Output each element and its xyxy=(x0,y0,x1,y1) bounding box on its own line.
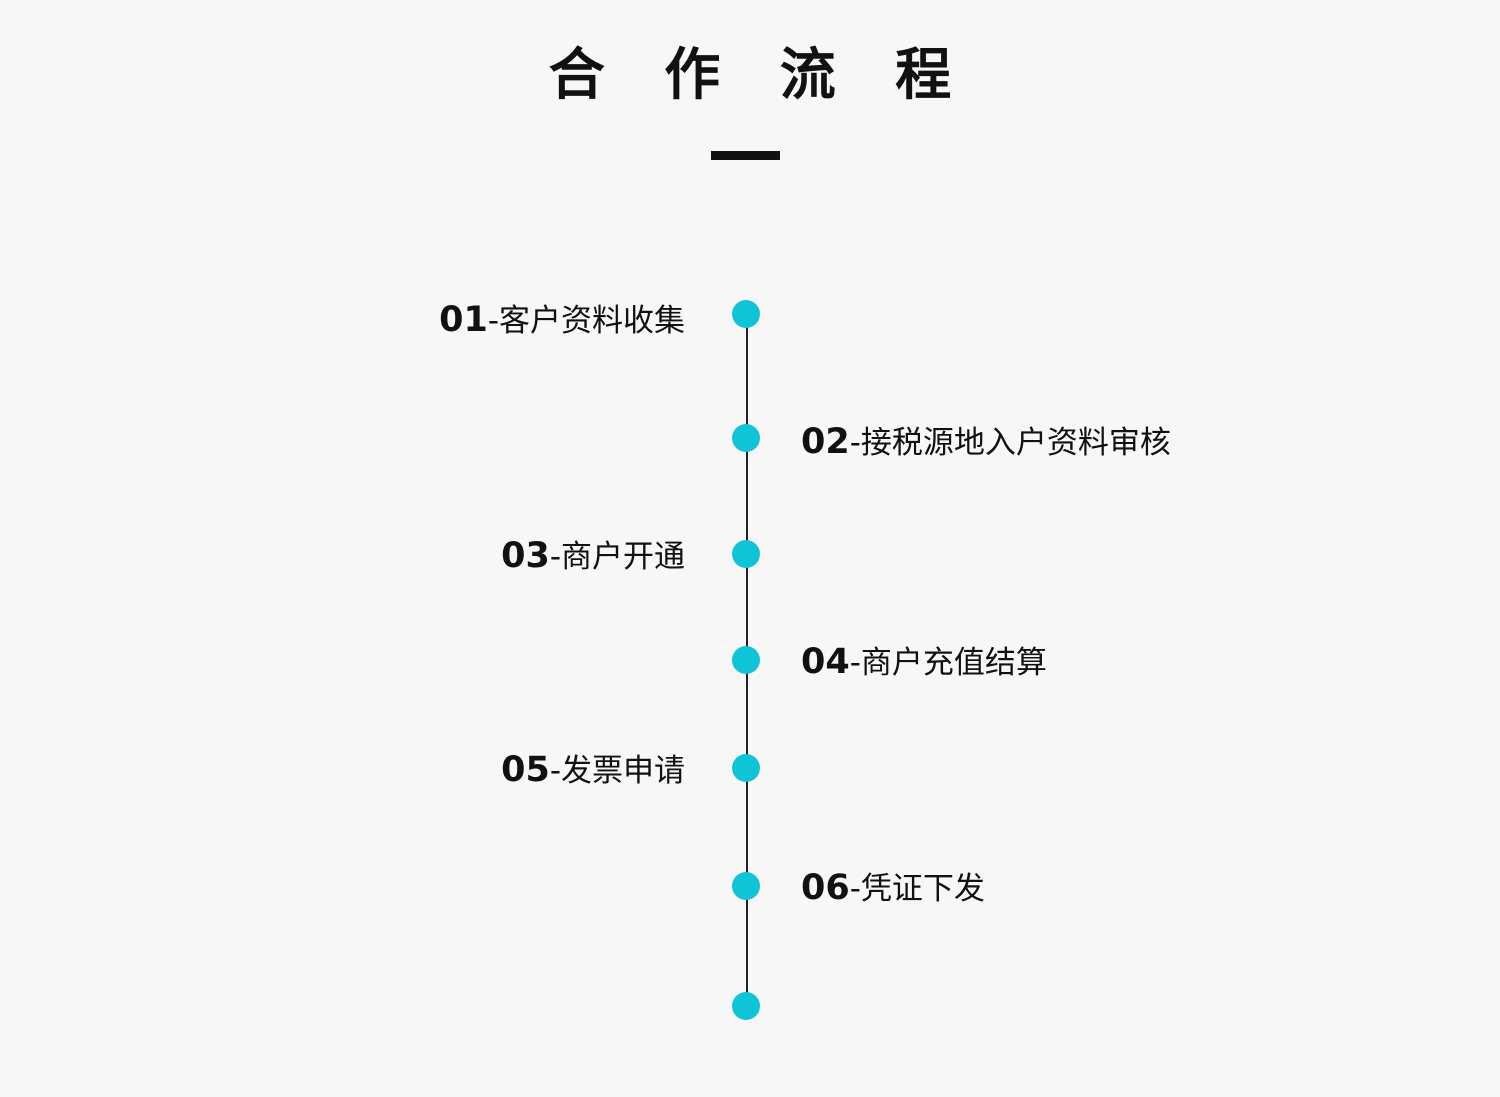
timeline-dot xyxy=(732,424,760,452)
step-label: 商户充值结算 xyxy=(860,645,1047,681)
step-02: 02-接税源地入户资料审核 xyxy=(801,422,1171,463)
timeline-dot xyxy=(732,872,760,900)
step-number: 01 xyxy=(439,300,488,340)
step-03: 03-商户开通 xyxy=(501,536,685,577)
timeline-dot xyxy=(732,754,760,782)
step-label: 商户开通 xyxy=(561,539,685,575)
step-separator: - xyxy=(549,539,561,575)
step-number: 03 xyxy=(501,536,550,576)
timeline-dot-end xyxy=(732,992,760,1020)
timeline-dot xyxy=(732,646,760,674)
step-label: 接税源地入户资料审核 xyxy=(860,425,1171,461)
step-separator: - xyxy=(549,753,561,789)
step-number: 06 xyxy=(801,868,850,908)
step-number: 04 xyxy=(801,642,850,682)
step-04: 04-商户充值结算 xyxy=(801,642,1047,683)
step-number: 02 xyxy=(801,422,850,462)
page-title: 合 作 流 程 xyxy=(548,43,972,108)
step-label: 发票申请 xyxy=(561,753,685,789)
step-separator: - xyxy=(487,303,499,339)
timeline-dot xyxy=(732,300,760,328)
step-label: 客户资料收集 xyxy=(499,303,685,339)
step-01: 01-客户资料收集 xyxy=(439,300,685,341)
step-label: 凭证下发 xyxy=(860,871,985,907)
step-separator: - xyxy=(849,425,861,461)
timeline-dot xyxy=(732,540,760,568)
step-separator: - xyxy=(849,645,861,681)
step-06: 06-凭证下发 xyxy=(801,868,985,909)
step-separator: - xyxy=(849,871,861,907)
step-05: 05-发票申请 xyxy=(501,750,685,791)
title-underline xyxy=(711,151,780,160)
step-number: 05 xyxy=(501,750,550,790)
